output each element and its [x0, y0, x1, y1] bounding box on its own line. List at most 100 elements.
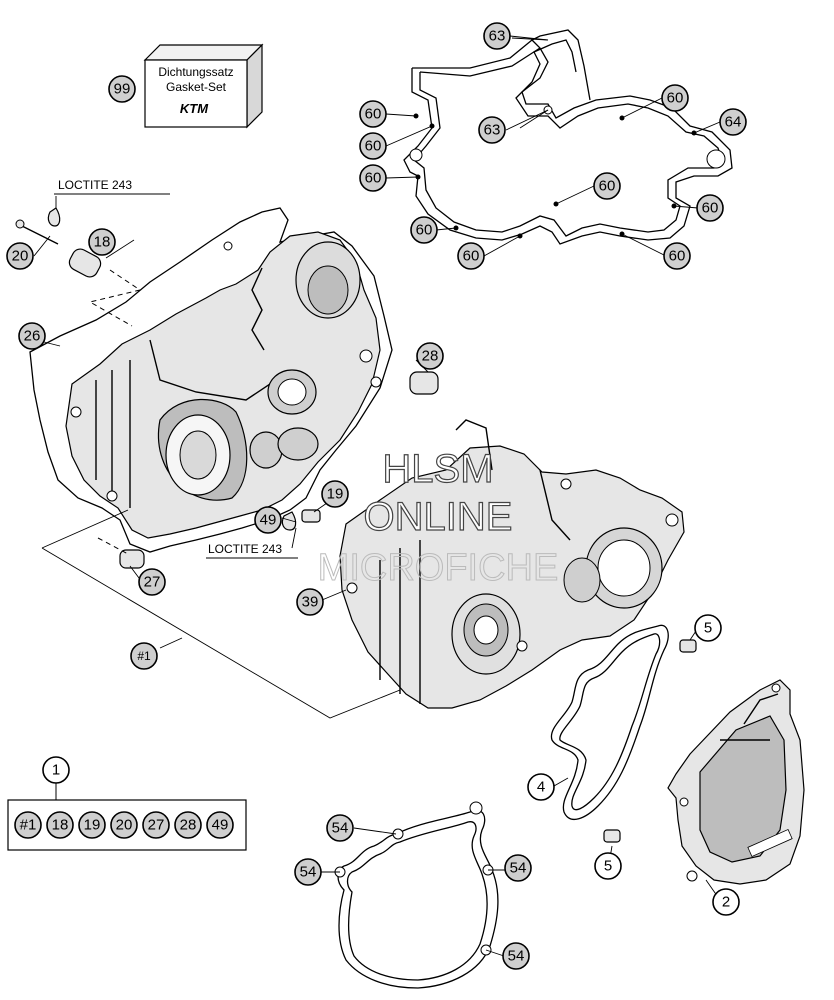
kit-legend-items: #1 18 19 20 27 28 49	[14, 811, 234, 839]
svg-text:5: 5	[604, 858, 612, 875]
svg-text:1: 1	[52, 762, 60, 779]
callout-49: 49	[254, 506, 282, 534]
svg-text:60: 60	[365, 138, 382, 155]
svg-text:64: 64	[725, 114, 742, 131]
ignition-cover-gasket	[550, 624, 669, 821]
loctite-label-bottom: LOCTITE 243	[206, 542, 298, 559]
kit-legend-item: 18	[46, 811, 74, 839]
watermark-line3: MICROFICHE	[318, 547, 559, 589]
svg-text:18: 18	[52, 817, 69, 834]
kit-legend-item: 20	[110, 811, 138, 839]
callout-63-mid: 63	[478, 116, 506, 144]
svg-text:20: 20	[12, 248, 29, 265]
callout-27: 27	[138, 568, 166, 596]
callout-39: 39	[296, 588, 324, 616]
callout-60-i: 60	[663, 242, 691, 270]
svg-text:28: 28	[422, 348, 439, 365]
callout-99: 99	[108, 75, 136, 103]
callout-1: 1	[42, 756, 70, 784]
svg-text:60: 60	[599, 178, 616, 195]
svg-text:60: 60	[667, 90, 684, 107]
left-engine-case	[29, 207, 393, 553]
callout-20: 20	[6, 242, 34, 270]
svg-text:4: 4	[537, 779, 545, 796]
callout-60-c: 60	[359, 164, 387, 192]
svg-text:60: 60	[365, 106, 382, 123]
assembly-leader-lines	[41, 509, 401, 719]
svg-text:49: 49	[260, 512, 277, 529]
kit-legend-item: 27	[142, 811, 170, 839]
callout-19: 19	[321, 480, 349, 508]
svg-text:54: 54	[510, 860, 527, 877]
svg-text:63: 63	[484, 122, 501, 139]
svg-text:2: 2	[722, 894, 730, 911]
svg-text:39: 39	[302, 594, 319, 611]
kit-legend: 1 #1 18 19 20 27 28 49	[7, 756, 247, 851]
svg-text:19: 19	[327, 486, 344, 503]
bottom-cover-gasket	[334, 801, 499, 989]
dowel-pin-lower	[603, 829, 621, 843]
watermark-line2: ONLINE	[364, 495, 513, 539]
ignition-cover	[667, 679, 805, 885]
callout-5-lower: 5	[594, 852, 622, 880]
svg-text:28: 28	[180, 817, 197, 834]
gasket-set-box: Dichtungssatz Gasket-Set KTM	[143, 43, 264, 129]
callout-4: 4	[527, 773, 555, 801]
callout-18: 18	[88, 228, 116, 256]
kit-legend-item: #1	[14, 811, 42, 839]
callout-60-h: 60	[696, 194, 724, 222]
callout-5-upper: 5	[694, 614, 722, 642]
callout-54-c: 54	[504, 854, 532, 882]
loctite-top-text: LOCTITE 243	[58, 178, 132, 192]
dowel-pin-upper	[679, 639, 697, 653]
callout-54-a: 54	[326, 814, 354, 842]
ktm-logo: KTM	[180, 101, 209, 116]
loctite-label-top: LOCTITE 243	[54, 178, 170, 195]
watermark: HLSM ONLINE MICROFICHE	[317, 446, 559, 589]
svg-text:60: 60	[702, 200, 719, 217]
callout-64: 64	[719, 108, 747, 136]
loctite-bottom-text: LOCTITE 243	[208, 542, 282, 556]
svg-text:5: 5	[704, 620, 712, 637]
kit-legend-item: 28	[174, 811, 202, 839]
svg-text:60: 60	[365, 170, 382, 187]
callout-60-f: 60	[593, 172, 621, 200]
gasket-set-line1: Dichtungssatz	[158, 65, 233, 79]
kit-legend-item: 49	[206, 811, 234, 839]
svg-text:26: 26	[24, 328, 41, 345]
svg-text:54: 54	[300, 864, 317, 881]
callout-2: 2	[712, 888, 740, 916]
svg-text:49: 49	[212, 817, 229, 834]
callout-assembly-1: #1	[130, 642, 158, 670]
svg-text:18: 18	[94, 234, 111, 251]
callout-54-b: 54	[294, 858, 322, 886]
svg-text:19: 19	[84, 817, 101, 834]
kit-legend-item: 19	[78, 811, 106, 839]
svg-text:#1: #1	[137, 649, 151, 663]
callout-60-b: 60	[359, 132, 387, 160]
callout-54-d: 54	[502, 942, 530, 970]
callout-26: 26	[18, 322, 46, 350]
clutch-cover-gasket	[403, 29, 733, 245]
svg-text:60: 60	[416, 222, 433, 239]
callout-60-d: 60	[410, 216, 438, 244]
callout-28: 28	[416, 342, 444, 370]
svg-text:99: 99	[114, 81, 131, 98]
watermark-line1: HLSM	[382, 447, 493, 491]
svg-text:20: 20	[116, 817, 133, 834]
right-engine-case	[339, 419, 685, 709]
svg-text:27: 27	[144, 574, 161, 591]
gasket-set-line2: Gasket-Set	[166, 80, 227, 94]
svg-text:63: 63	[489, 28, 506, 45]
callout-60-e: 60	[457, 242, 485, 270]
callout-63-top: 63	[483, 22, 511, 50]
svg-text:54: 54	[332, 820, 349, 837]
svg-text:54: 54	[508, 948, 525, 965]
svg-text:#1: #1	[20, 817, 37, 834]
svg-text:27: 27	[148, 817, 165, 834]
dowel-pins-left	[15, 207, 439, 569]
svg-text:60: 60	[463, 248, 480, 265]
callout-60-a: 60	[359, 100, 387, 128]
svg-text:60: 60	[669, 248, 686, 265]
